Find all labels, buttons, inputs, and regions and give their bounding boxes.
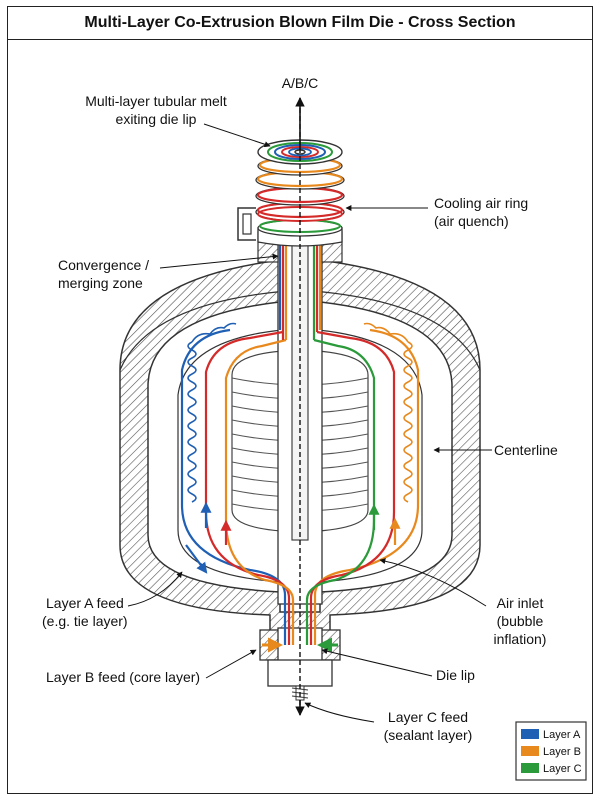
label-melt-1: Multi-layer tubular melt [85,93,227,109]
label-air-inlet-1: Air inlet [497,595,544,611]
label-centerline: Centerline [494,442,558,458]
label-layer-a-2: (e.g. tie layer) [42,613,128,629]
label-melt-2: exiting die lip [116,111,197,127]
label-layer-b: Layer B feed (core layer) [46,669,200,685]
legend-label-a: Layer A [543,729,581,741]
label-convergence-2: merging zone [58,275,143,291]
label-layer-c-1: Layer C feed [388,709,468,725]
legend-swatch-a [521,729,539,739]
label-die-lip: Die lip [436,667,475,683]
legend: Layer A Layer B Layer C [515,721,587,781]
label-cooling-1: Cooling air ring [434,195,528,211]
legend-label-c: Layer C [543,763,582,775]
label-convergence-1: Convergence / [58,257,149,273]
label-top-arrow: A/B/C [282,75,319,91]
legend-item-a: Layer A [521,729,581,741]
label-air-inlet-2: (bubble [497,613,544,629]
leader-lines [127,123,492,723]
label-layer-a-1: Layer A feed [46,595,124,611]
label-layer-c-2: (sealant layer) [384,727,473,743]
diagram-title: Multi-Layer Co-Extrusion Blown Film Die … [7,6,593,40]
diagram-frame [7,6,593,794]
legend-item-b: Layer B [521,746,581,758]
label-air-inlet-3: inflation) [494,631,547,647]
layer-a-spiral [187,322,237,503]
layer-b-spiral [363,322,413,503]
legend-label-b: Layer B [543,746,581,758]
legend-swatch-c [521,763,539,773]
legend-item-c: Layer C [521,763,582,775]
legend-swatch-b [521,746,539,756]
label-cooling-2: (air quench) [434,213,509,229]
